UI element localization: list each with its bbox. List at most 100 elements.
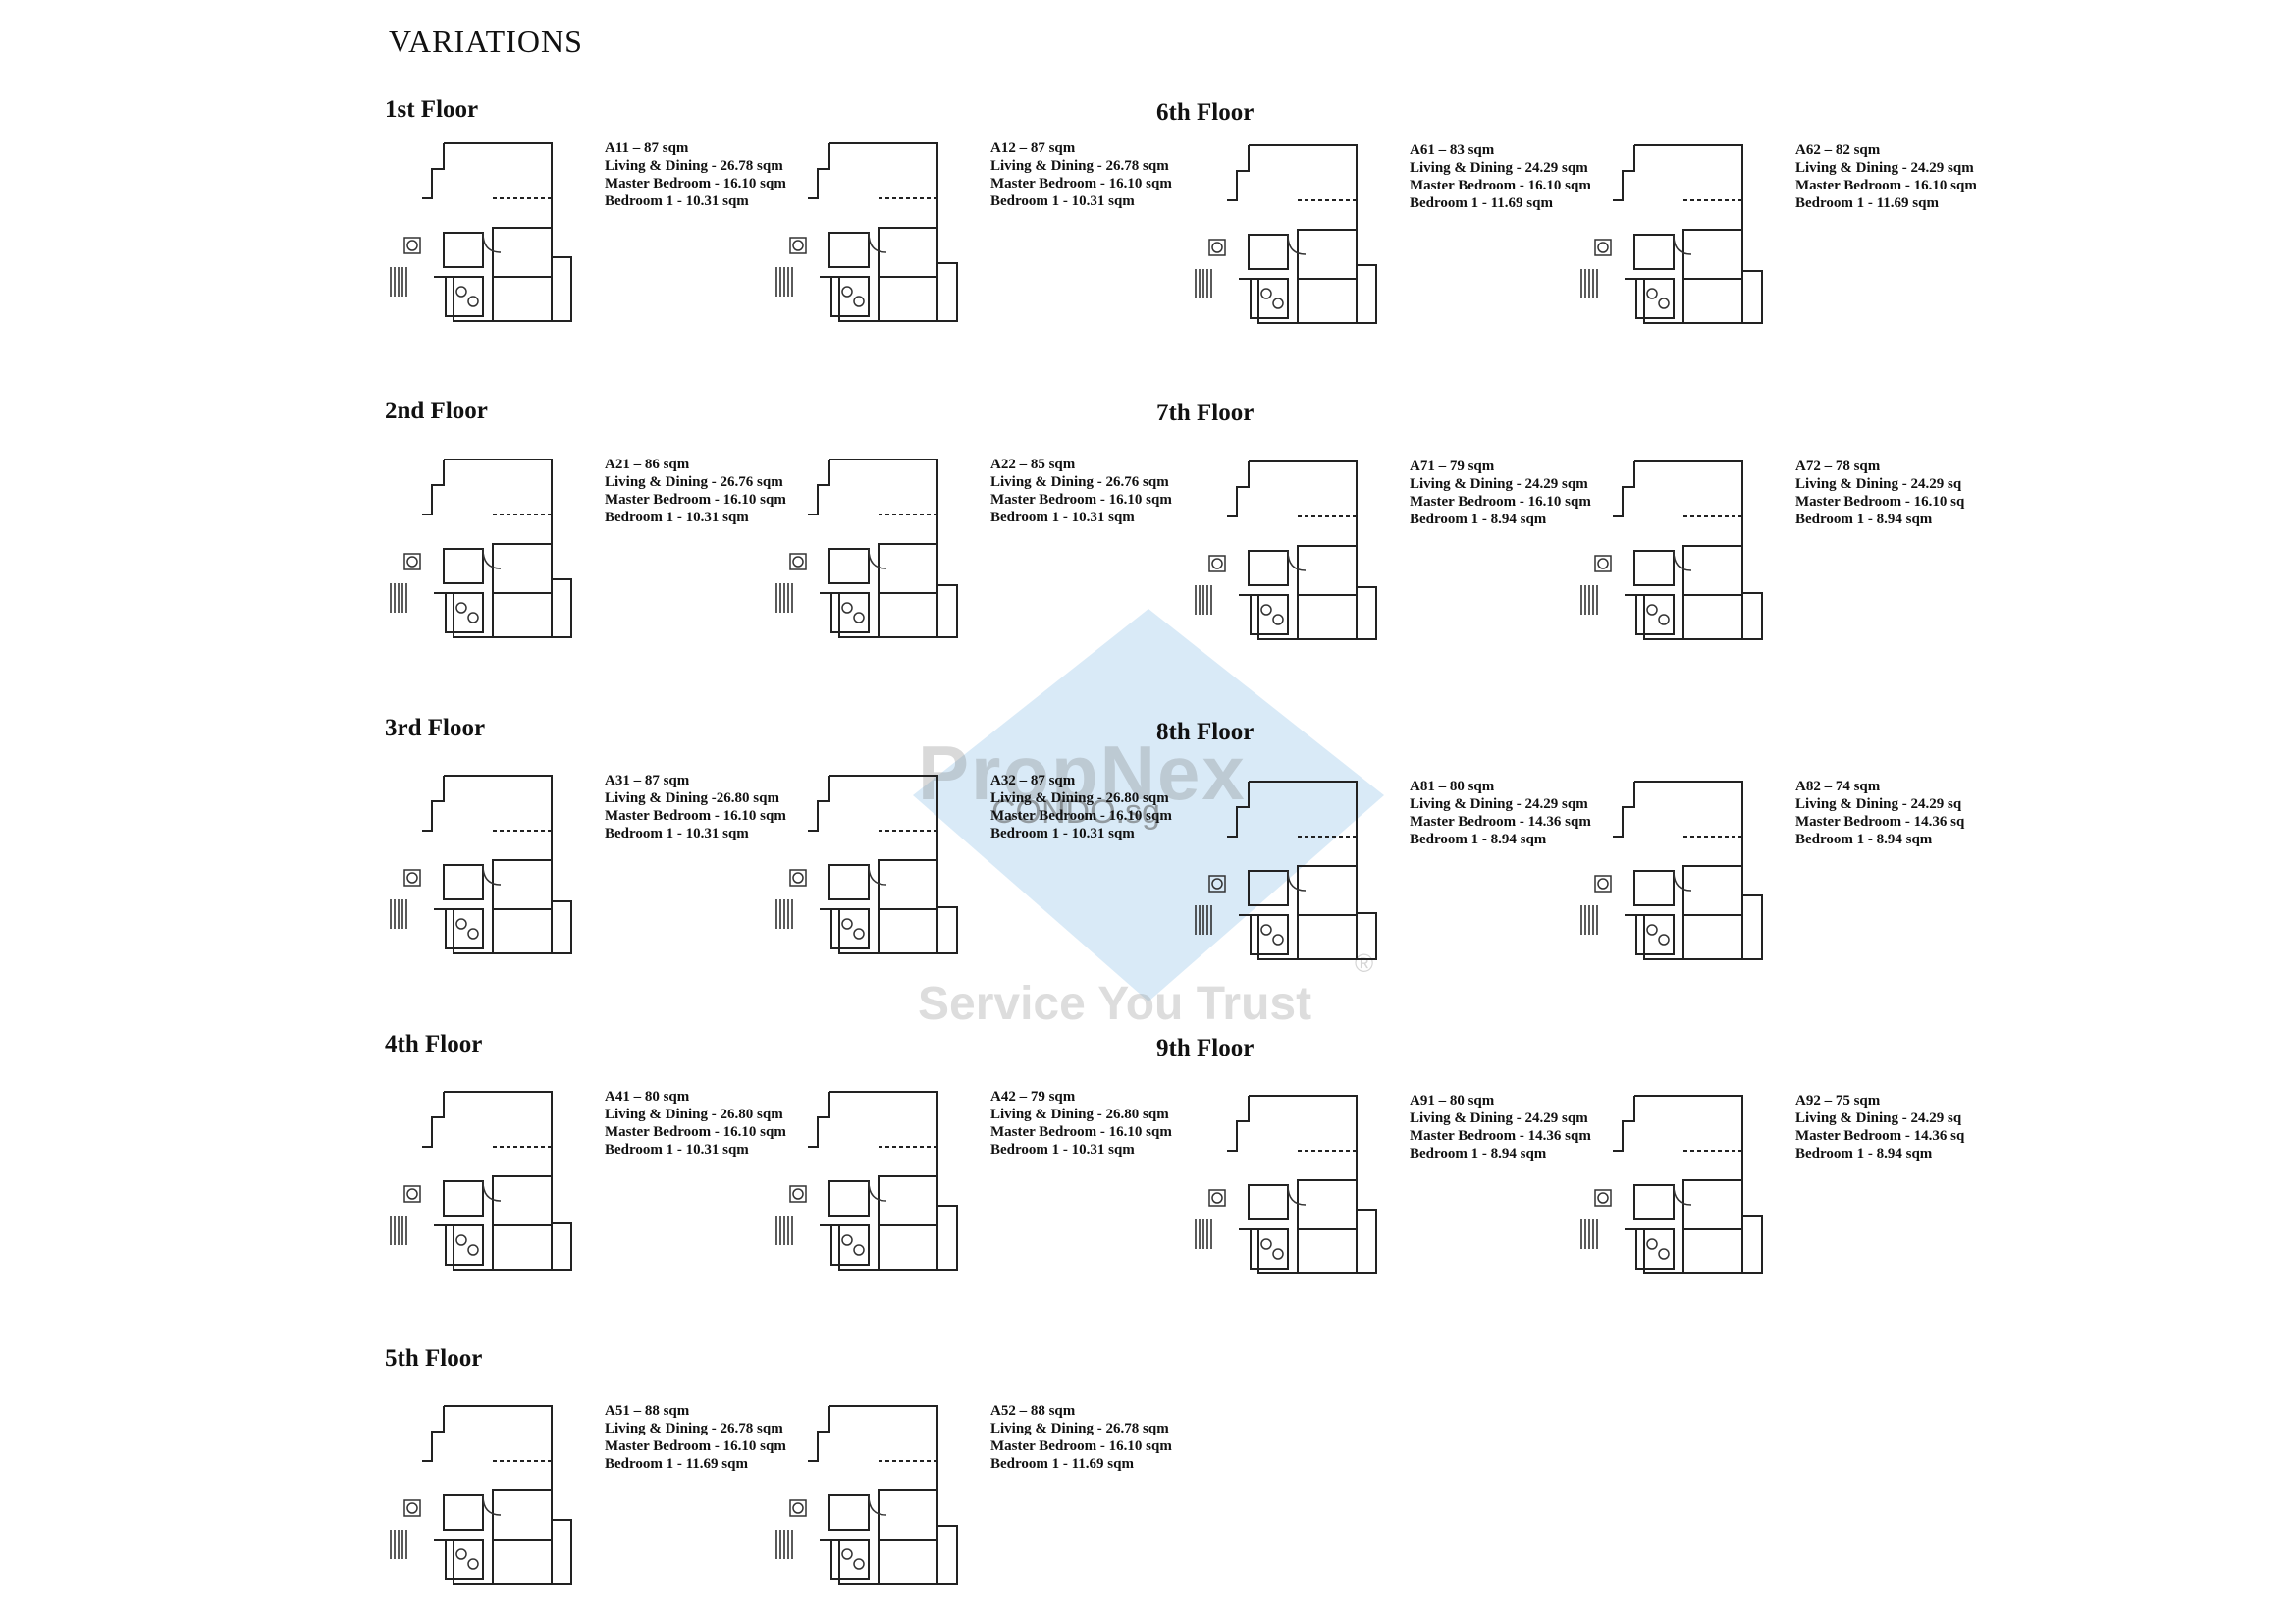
- room-area: Master Bedroom - 16.10 sqm: [605, 492, 786, 508]
- unit-type-area: A92 – 75 sqm: [1795, 1093, 1881, 1109]
- floor-heading: 7th Floor: [1156, 400, 1255, 426]
- room-area: Bedroom 1 - 8.94 sqm: [1795, 1146, 1933, 1162]
- room-area: Bedroom 1 - 8.94 sqm: [1410, 1146, 1547, 1162]
- floor-plan-icon: [1190, 141, 1396, 338]
- room-area: Master Bedroom - 16.10 sqm: [990, 1124, 1172, 1140]
- floor-heading: 4th Floor: [385, 1031, 483, 1057]
- floor-plan-icon: [771, 1088, 977, 1284]
- room-area: Living & Dining - 24.29 sqm: [1410, 476, 1588, 492]
- room-area: Master Bedroom - 16.10 sqm: [1795, 178, 1977, 193]
- room-area: Bedroom 1 - 10.31 sqm: [990, 826, 1135, 841]
- unit-type-area: A22 – 85 sqm: [990, 457, 1076, 472]
- unit-type-area: A72 – 78 sqm: [1795, 459, 1881, 474]
- room-area: Bedroom 1 - 8.94 sqm: [1795, 512, 1933, 527]
- floor-heading: 8th Floor: [1156, 719, 1255, 745]
- floor-plan-icon: [385, 1402, 591, 1598]
- watermark-site: CONDO.sg: [991, 793, 1160, 831]
- floor-plan-icon: [771, 139, 977, 336]
- room-area: Bedroom 1 - 10.31 sqm: [990, 1142, 1135, 1158]
- watermark-tagline: Service You Trust: [918, 978, 1312, 1030]
- room-area: Master Bedroom - 14.36 sq: [1795, 814, 1965, 830]
- unit-type-area: A32 – 87 sqm: [990, 773, 1076, 788]
- floor-heading: 1st Floor: [385, 96, 479, 123]
- floor-plan-icon: [771, 1402, 977, 1598]
- unit-type-area: A52 – 88 sqm: [990, 1403, 1076, 1419]
- floor-plan-icon: [1575, 1092, 1782, 1288]
- page-title: VARIATIONS: [389, 24, 583, 59]
- floor-plan-icon: [1190, 458, 1396, 654]
- room-area: Bedroom 1 - 10.31 sqm: [605, 193, 749, 209]
- floor-plan-icon: [1575, 458, 1782, 654]
- watermark-brand: PropNex: [918, 730, 1247, 816]
- room-area: Master Bedroom - 16.10 sqm: [605, 1438, 786, 1454]
- room-area: Living & Dining - 24.29 sq: [1795, 1110, 1962, 1126]
- room-area: Bedroom 1 - 11.69 sqm: [990, 1456, 1134, 1472]
- unit-type-area: A91 – 80 sqm: [1410, 1093, 1495, 1109]
- room-area: Bedroom 1 - 10.31 sqm: [605, 1142, 749, 1158]
- room-area: Master Bedroom - 14.36 sq: [1795, 1128, 1965, 1144]
- floor-heading: 2nd Floor: [385, 398, 488, 424]
- floor-plan-icon: [1575, 141, 1782, 338]
- floor-plan-icon: [1575, 778, 1782, 974]
- room-area: Living & Dining - 24.29 sqm: [1795, 160, 1974, 176]
- room-area: Bedroom 1 - 11.69 sqm: [605, 1456, 748, 1472]
- floor-plan-icon: [1190, 1092, 1396, 1288]
- room-area: Master Bedroom - 14.36 sqm: [1410, 814, 1591, 830]
- room-area: Master Bedroom - 14.36 sqm: [1410, 1128, 1591, 1144]
- floor-plan-icon: [1190, 778, 1396, 974]
- floor-plan-icon: [385, 456, 591, 652]
- unit-type-area: A31 – 87 sqm: [605, 773, 690, 788]
- room-area: Living & Dining - 26.80 sqm: [990, 790, 1169, 806]
- room-area: Bedroom 1 - 8.94 sqm: [1410, 512, 1547, 527]
- floor-heading: 5th Floor: [385, 1345, 483, 1372]
- room-area: Master Bedroom - 16.10 sqm: [605, 808, 786, 824]
- room-area: Living & Dining - 26.78 sqm: [990, 158, 1169, 174]
- room-area: Bedroom 1 - 11.69 sqm: [1410, 195, 1553, 211]
- unit-type-area: A21 – 86 sqm: [605, 457, 690, 472]
- room-area: Master Bedroom - 16.10 sqm: [605, 1124, 786, 1140]
- room-area: Master Bedroom - 16.10 sqm: [990, 176, 1172, 191]
- room-area: Living & Dining - 26.78 sqm: [605, 1421, 783, 1436]
- room-area: Master Bedroom - 16.10 sq: [1795, 494, 1965, 510]
- room-area: Master Bedroom - 16.10 sqm: [990, 808, 1172, 824]
- room-area: Bedroom 1 - 10.31 sqm: [990, 510, 1135, 525]
- unit-type-area: A51 – 88 sqm: [605, 1403, 690, 1419]
- floor-heading: 9th Floor: [1156, 1035, 1255, 1061]
- room-area: Living & Dining - 26.78 sqm: [990, 1421, 1169, 1436]
- unit-type-area: A81 – 80 sqm: [1410, 779, 1495, 794]
- unit-type-area: A42 – 79 sqm: [990, 1089, 1076, 1105]
- floor-heading: 3rd Floor: [385, 715, 486, 741]
- room-area: Bedroom 1 - 10.31 sqm: [990, 193, 1135, 209]
- unit-type-area: A11 – 87 sqm: [605, 140, 689, 156]
- room-area: Bedroom 1 - 8.94 sqm: [1410, 832, 1547, 847]
- room-area: Bedroom 1 - 11.69 sqm: [1795, 195, 1939, 211]
- floor-plan-icon: [385, 1088, 591, 1284]
